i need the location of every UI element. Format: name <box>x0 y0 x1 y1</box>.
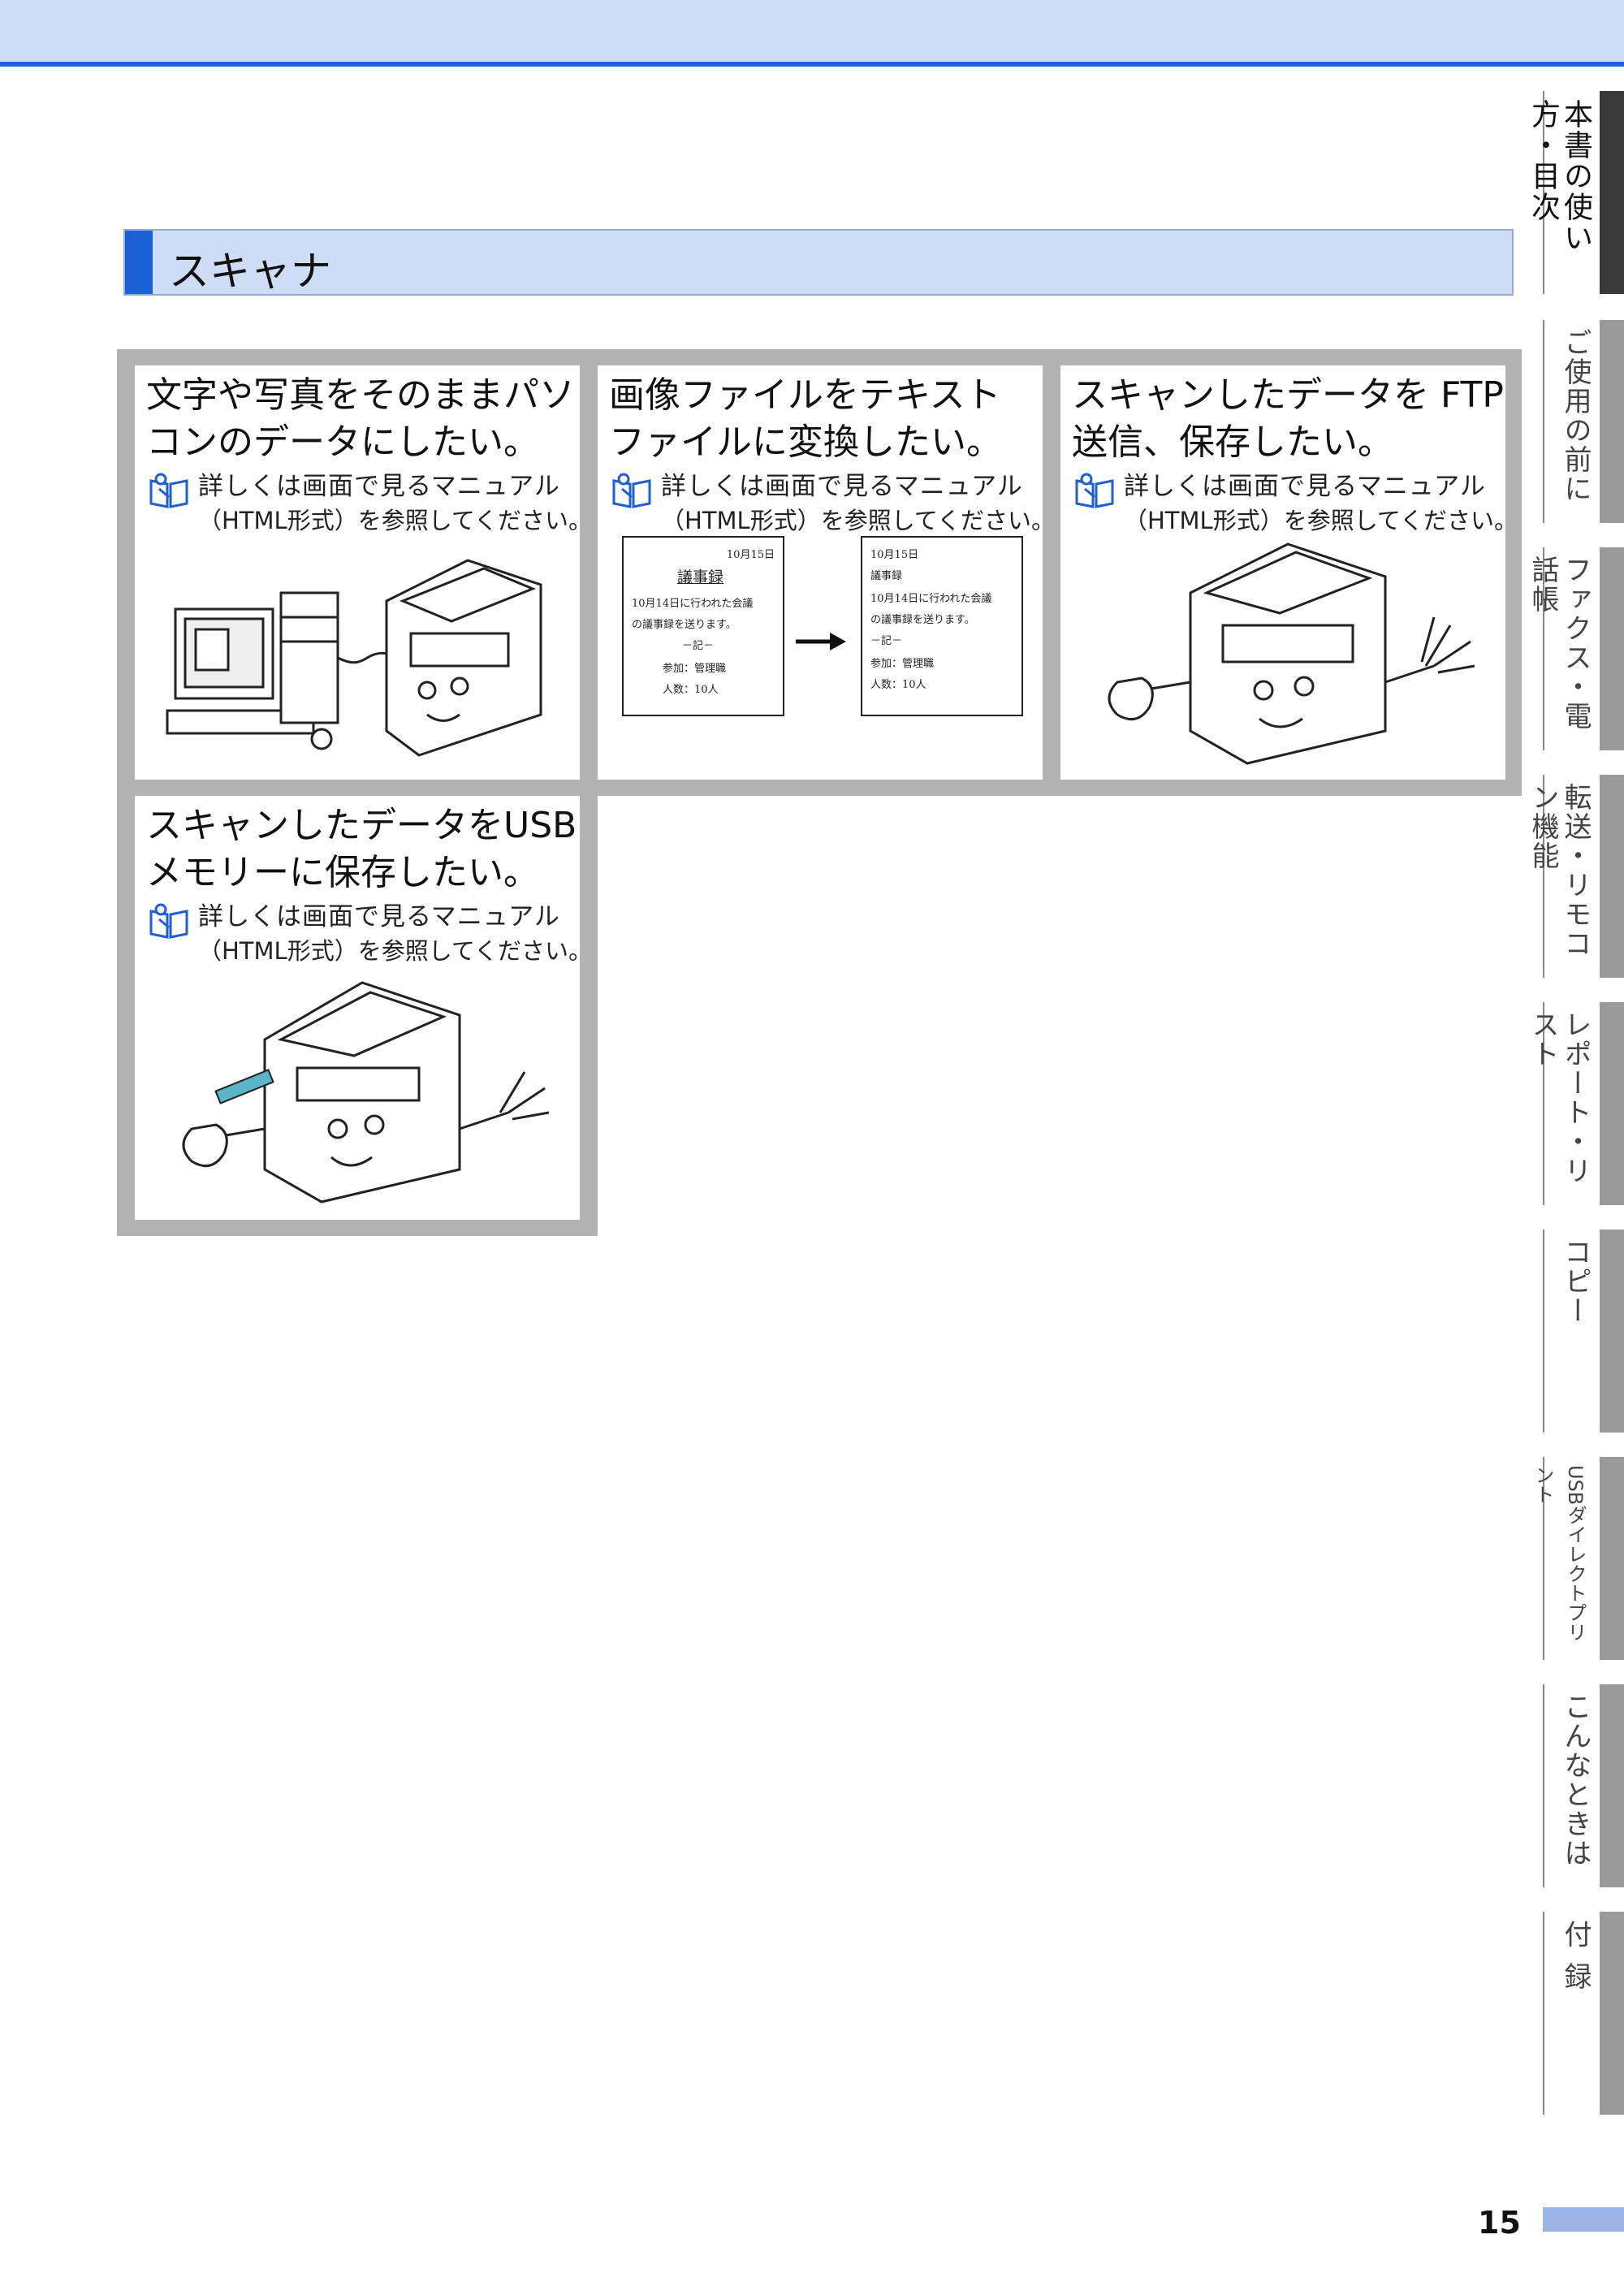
panel-heading: 画像ファイルをテキスト ファイルに変換したい。 <box>609 374 1002 463</box>
manual-reference-text: 詳しくは画面で見るマニュアル <box>661 472 1023 501</box>
tab-label: 転送・リモコン機能 <box>1527 783 1592 958</box>
manual-reference-icon <box>149 473 188 508</box>
manual-reference-icon <box>1075 473 1114 508</box>
printer-usb-memory-illustration <box>182 981 550 1204</box>
usb-memory-icon <box>214 1069 274 1104</box>
tab-copy[interactable]: コピー <box>1543 1230 1624 1433</box>
manual-reference-icon <box>149 903 188 939</box>
tab-label: コピー <box>1559 1238 1592 1325</box>
panel-heading: スキャンしたデータをUSB メモリーに保存したい。 <box>146 805 577 893</box>
tab-fax-phonebook[interactable]: ファクス・電話帳 <box>1527 547 1624 750</box>
arrow-right-icon <box>796 633 846 650</box>
tab-label: レポート・リスト <box>1527 1010 1592 1186</box>
top-header-band <box>0 0 1624 67</box>
tab-label: USBダイレクトプリント <box>1531 1465 1587 1642</box>
page-number-bar <box>1543 2207 1624 2232</box>
tab-usb-direct-print[interactable]: USBダイレクトプリント <box>1531 1457 1624 1660</box>
panel-image-to-text: 画像ファイルをテキスト ファイルに変換したい。 詳しくは画面で見るマニュアル （… <box>598 365 1043 780</box>
panel-heading: スキャンしたデータを FTP 送信、保存したい。 <box>1072 374 1504 463</box>
tab-troubleshooting[interactable]: こんなときは <box>1543 1684 1624 1887</box>
manual-reference-text-format: （HTML形式）を参照してください。 <box>661 507 1043 534</box>
manual-reference-text: 詳しくは画面で見るマニュアル <box>198 902 560 931</box>
manual-reference-text-format: （HTML形式）を参照してください。 <box>1124 507 1505 534</box>
section-title: スキャナ <box>169 248 331 295</box>
text-document: 10月15日 議事録 10月14日に行われた会議 の議事録を送ります。 －記－ … <box>861 536 1023 716</box>
manual-reference-text-format: （HTML形式）を参照してください。 <box>198 507 580 534</box>
manual-reference-text: 詳しくは画面で見るマニュアル <box>198 472 560 501</box>
tab-toc[interactable]: 本書の使い方・目次 <box>1527 91 1624 294</box>
image-document: 10月15日 議事録 10月14日に行われた会議 の議事録を送ります。 －記－ … <box>622 536 784 716</box>
tab-label: こんなときは <box>1559 1692 1592 1868</box>
section-header: スキャナ <box>123 229 1514 296</box>
panel-scan-to-pc: 文字や写真をそのままパソ コンのデータにしたい。 詳しくは画面で見るマニュアル … <box>135 365 580 780</box>
printer-character-illustration <box>1108 542 1475 765</box>
pc-and-printer-illustration <box>166 559 542 757</box>
manual-reference-text-format: （HTML形式）を参照してください。 <box>198 937 580 965</box>
manual-reference-icon <box>612 473 651 508</box>
page-number: 15 <box>1478 2205 1521 2241</box>
panel-heading: 文字や写真をそのままパソ コンのデータにしたい。 <box>146 374 575 463</box>
tab-label: 付録 <box>1559 1920 1592 2004</box>
tab-label: ご使用の前に <box>1559 328 1592 504</box>
tab-forward-remote[interactable]: 転送・リモコン機能 <box>1527 775 1624 978</box>
tab-appendix[interactable]: 付録 <box>1543 1912 1624 2115</box>
tab-label: 本書の使い方・目次 <box>1527 99 1592 253</box>
tab-label: ファクス・電話帳 <box>1527 555 1592 731</box>
tab-report-list[interactable]: レポート・リスト <box>1527 1002 1624 1205</box>
tab-before-use[interactable]: ご使用の前に <box>1543 320 1624 523</box>
section-accent-bar <box>125 231 153 294</box>
panel-scan-to-usb: スキャンしたデータをUSB メモリーに保存したい。 詳しくは画面で見るマニュアル… <box>135 796 580 1220</box>
panel-scan-to-ftp: スキャンしたデータを FTP 送信、保存したい。 詳しくは画面で見るマニュアル … <box>1060 365 1505 780</box>
manual-reference-text: 詳しくは画面で見るマニュアル <box>1124 472 1486 501</box>
